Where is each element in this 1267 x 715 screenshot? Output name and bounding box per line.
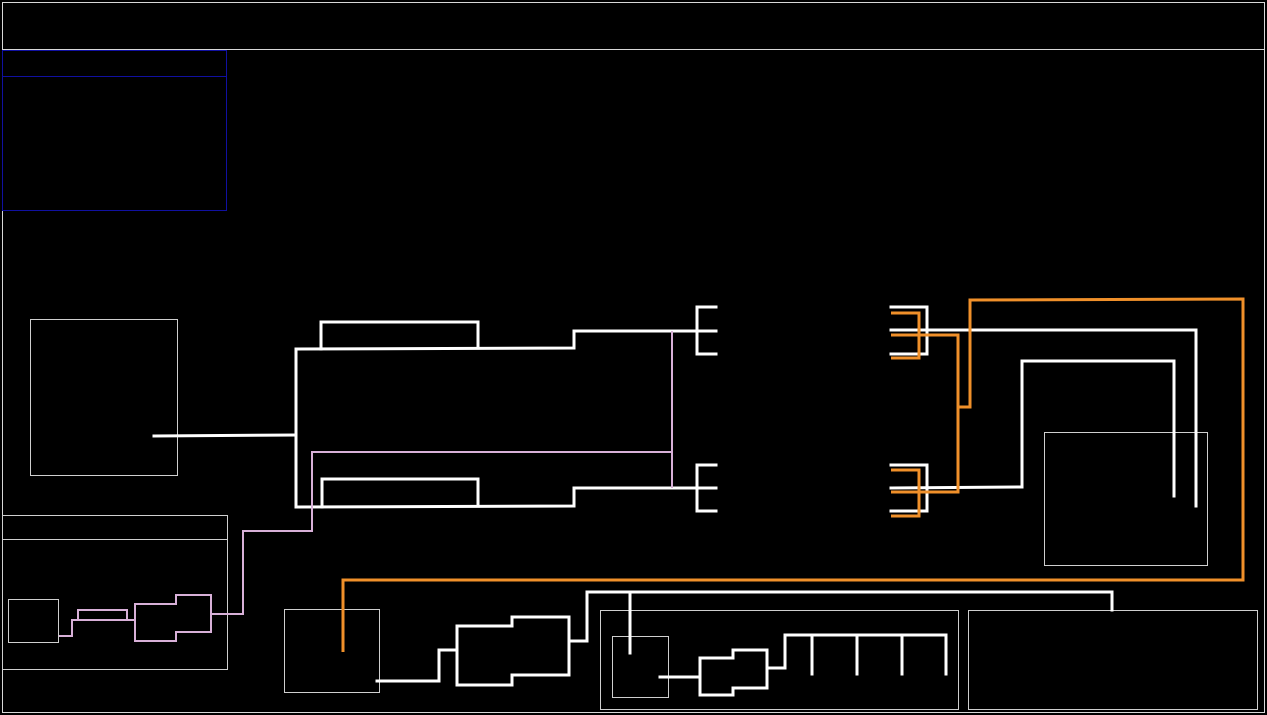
right-box <box>1044 432 1208 566</box>
lower-left-small-box <box>8 599 59 643</box>
bottom-right-panel <box>968 610 1258 710</box>
bottom-box <box>284 609 380 693</box>
main-network <box>152 305 1198 697</box>
legend-panel-blue <box>2 50 227 211</box>
lower-left-panel <box>2 515 228 670</box>
source-box <box>30 319 178 476</box>
bottom-middle-small-box <box>612 636 669 698</box>
bottom-middle-panel <box>600 610 959 710</box>
pink-route <box>59 331 673 642</box>
orange-route <box>341 297 1245 652</box>
